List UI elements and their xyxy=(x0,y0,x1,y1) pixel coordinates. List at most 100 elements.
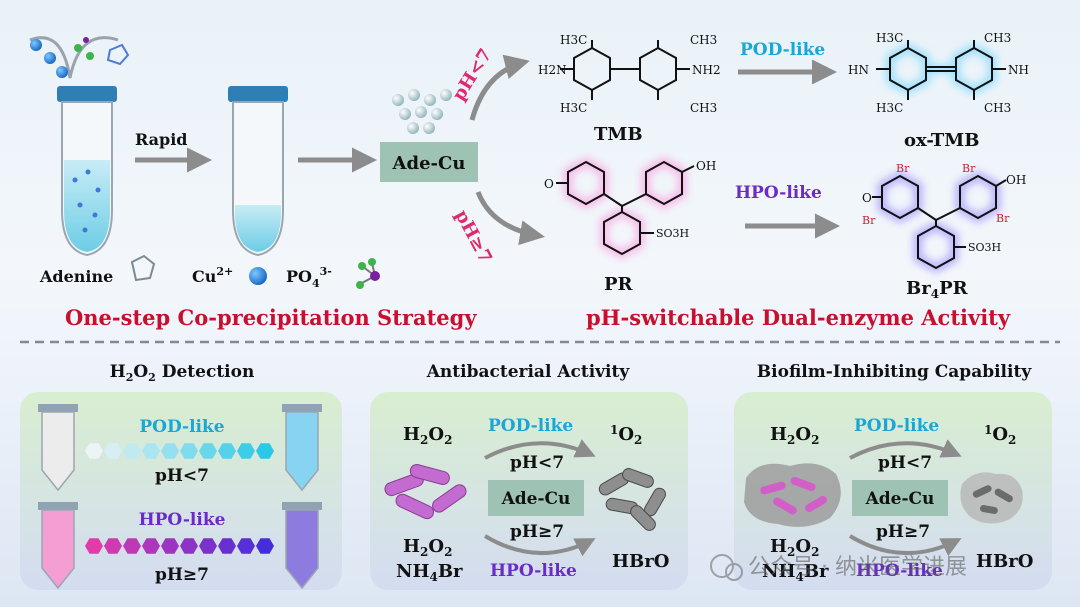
br4pr-sulfonate: SO3H xyxy=(968,241,1001,254)
ox-tmb-methyl: CH3 xyxy=(984,31,1011,45)
hpo-gradient-hexagons xyxy=(85,538,274,554)
cu-particle xyxy=(44,52,56,64)
gradient-hexagon xyxy=(104,443,122,459)
br4pr-bromine: Br xyxy=(862,214,876,227)
biofilm-h2o2-bottom: H2O2 xyxy=(770,536,819,559)
biofilm-ph-base: pH≥7 xyxy=(876,522,930,542)
tube-colorless xyxy=(38,404,78,492)
tube-purple xyxy=(282,502,322,590)
br4pr-label: Br4PR xyxy=(906,278,969,301)
ox-tmb-methyl: CH3 xyxy=(984,101,1011,115)
antibacterial-singlet-oxygen: 1O2 xyxy=(610,423,642,447)
biofilm-hpo-label: HPO-like xyxy=(856,561,943,581)
gradient-hexagon xyxy=(123,538,141,554)
gradient-hexagon xyxy=(256,538,274,554)
biofilm-catalyst: Ade-Cu xyxy=(865,489,935,509)
antibacterial-panel: Antibacterial Activity H2O2 POD-like pH<… xyxy=(370,362,688,590)
tmb-methyl: H3C xyxy=(560,101,587,115)
antibacterial-hpo-arrow xyxy=(483,534,596,557)
biofilm-title: Biofilm-Inhibiting Capability xyxy=(757,362,1033,382)
wechat-icon xyxy=(710,554,734,578)
antibacterial-nh4br: NH4Br xyxy=(396,561,463,584)
gradient-hexagon xyxy=(199,443,217,459)
biofilm-catalyst-box xyxy=(852,480,948,516)
ph-base-label: pH≥7 xyxy=(451,206,496,266)
strategy-title: One-step Co-precipitation Strategy xyxy=(65,305,477,330)
tmb-methyl: CH3 xyxy=(690,101,717,115)
gradient-hexagon xyxy=(218,443,236,459)
biofilm-h2o2-top: H2O2 xyxy=(770,424,819,447)
cu-label: Cu2+ xyxy=(192,265,233,286)
dead-bacteria-icon xyxy=(598,468,666,531)
biofilm-nh4br: NH4Br xyxy=(762,561,829,584)
pr-hydroxyl: OH xyxy=(696,159,716,173)
gradient-hexagon xyxy=(142,443,160,459)
gradient-hexagon xyxy=(142,538,160,554)
tmb-label: TMB xyxy=(594,124,643,145)
tmb-amine: NH2 xyxy=(692,63,721,77)
biofilm-ph-acid: pH<7 xyxy=(878,453,932,473)
biofilm-singlet-oxygen: 1O2 xyxy=(984,423,1016,447)
adenine-label: Adenine xyxy=(39,267,113,286)
gradient-hexagon xyxy=(237,538,255,554)
tube-adenine xyxy=(57,86,117,257)
gradient-hexagon xyxy=(104,538,122,554)
catalyst-section: Ade-Cu pH<7 pH≥7 xyxy=(380,45,545,267)
antibacterial-pod-arrow xyxy=(484,439,596,460)
biofilm-panel: Biofilm-Inhibiting Capability H2O2 POD-l… xyxy=(734,362,1052,590)
catalyst-box xyxy=(380,142,478,182)
ox-tmb-imine: HN xyxy=(848,63,869,77)
phosphate-particle xyxy=(74,44,82,52)
adenine-molecule-icon xyxy=(106,43,130,66)
catalyst-label: Ade-Cu xyxy=(392,153,466,174)
gradient-hexagon xyxy=(199,538,217,554)
funnel-icon xyxy=(29,36,119,79)
antibacterial-title: Antibacterial Activity xyxy=(426,362,631,382)
gradient-hexagon xyxy=(85,538,103,554)
phosphate-particle xyxy=(86,52,94,60)
phosphate-particle xyxy=(83,37,89,43)
br4pr-bromine: Br xyxy=(896,162,910,175)
br4pr-oxygen: O xyxy=(862,191,872,205)
detection-title: H2O2 Detection xyxy=(110,362,255,384)
pr-sulfonate: SO3H xyxy=(656,227,689,240)
antibacterial-h2o2-top: H2O2 xyxy=(403,424,452,447)
live-bacteria-icon xyxy=(384,463,467,520)
activity-title: pH-switchable Dual-enzyme Activity xyxy=(586,305,1011,330)
pod-label: POD-like xyxy=(740,40,825,60)
gradient-hexagon xyxy=(123,443,141,459)
reaction-section: H3C CH3 H2N NH2 H3C CH3 TMB POD-like xyxy=(538,31,1029,330)
cu-particle xyxy=(56,66,68,78)
hpo-label: HPO-like xyxy=(735,183,822,203)
nanoparticle-cluster-icon xyxy=(392,89,452,134)
watermark-text: 公众号 · 纳米医学进展 xyxy=(748,555,967,580)
gradient-hexagon xyxy=(218,538,236,554)
biofilm-pod-arrow xyxy=(849,439,962,460)
base-path-arrow xyxy=(475,191,545,246)
antibacterial-ph-acid: pH<7 xyxy=(510,453,564,473)
gradient-hexagon xyxy=(180,443,198,459)
phosphate-icon xyxy=(356,258,380,289)
cu-particle xyxy=(30,39,42,51)
biofilm-hpo-arrow xyxy=(848,534,962,557)
ph-acid-label: pH<7 xyxy=(448,45,496,105)
br4pr-hydroxyl: OH xyxy=(1006,173,1026,187)
disrupted-biofilm-icon xyxy=(960,472,1023,524)
gradient-hexagon xyxy=(161,538,179,554)
pr-label: PR xyxy=(604,274,634,295)
br4pr-bromine: Br xyxy=(996,212,1010,225)
ox-tmb-structure xyxy=(876,40,1006,100)
tmb-methyl: H3C xyxy=(560,33,587,47)
antibacterial-pod-label: POD-like xyxy=(488,416,573,436)
ox-tmb-methyl: H3C xyxy=(876,31,903,45)
antibacterial-catalyst: Ade-Cu xyxy=(501,489,571,509)
acid-path-arrow xyxy=(469,54,530,121)
detection-panel: H2O2 Detection POD-like pH<7 HPO-like pH… xyxy=(20,362,342,590)
antibacterial-h2o2-bottom: H2O2 xyxy=(403,536,452,559)
tmb-methyl: CH3 xyxy=(690,33,717,47)
antibacterial-hbro: HBrO xyxy=(612,551,669,572)
biofilm-icon xyxy=(744,463,841,527)
synthesis-section: Rapid Adenine Cu2+ PO43- One-step Co-pre… xyxy=(29,36,477,330)
rapid-label: Rapid xyxy=(135,130,187,149)
